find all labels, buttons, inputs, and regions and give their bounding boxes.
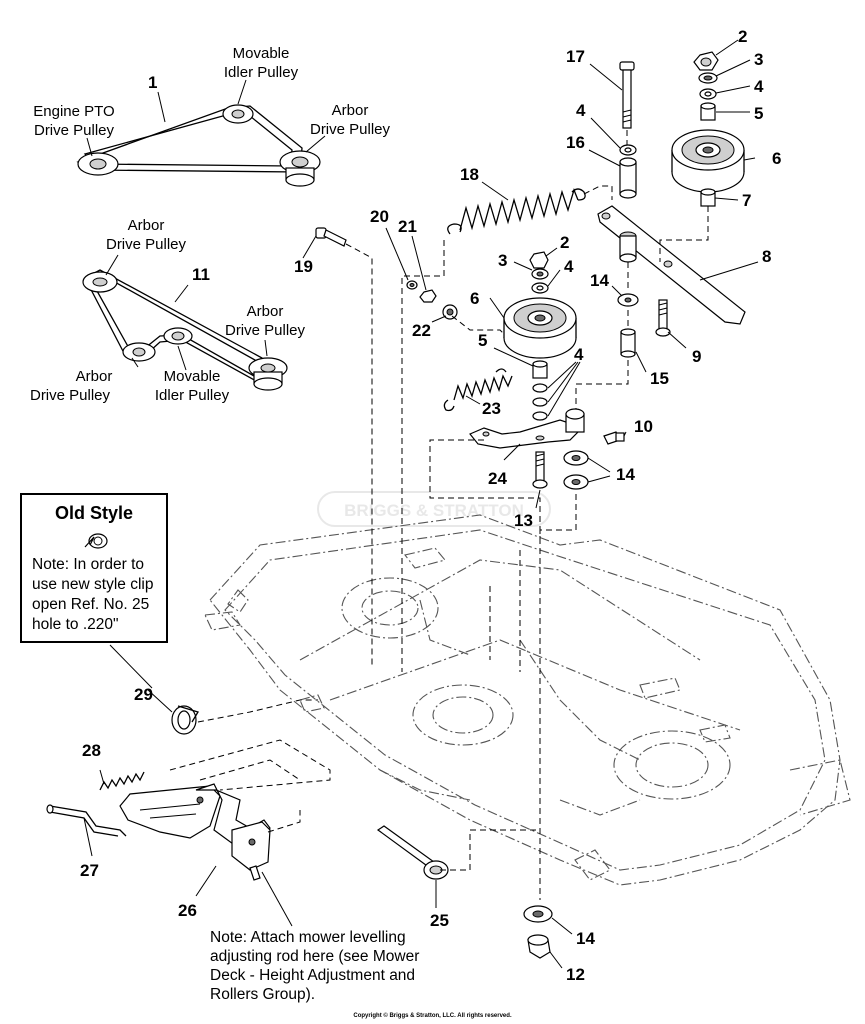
movable-idler-pulley-11	[163, 327, 193, 345]
part-number-6-upper: 6	[772, 149, 781, 168]
part-number-25: 25	[430, 911, 449, 930]
washers-14-middle	[563, 450, 589, 490]
idler-pulley-6-lower	[503, 297, 577, 359]
idler-pulley-6-upper	[671, 129, 745, 193]
part-number-24: 24	[488, 469, 507, 488]
spacer-16	[619, 157, 637, 199]
part-number-4-upper-left: 4	[576, 101, 586, 120]
part-number-27: 27	[80, 861, 99, 880]
arbor-pulley-left	[122, 342, 156, 362]
spring-18	[447, 185, 613, 235]
part-number-5-upper: 5	[754, 104, 763, 123]
watermark-text: BRIGGS & STRATTON	[344, 501, 524, 520]
part-number-21: 21	[398, 217, 417, 236]
part-number-17: 17	[566, 47, 585, 66]
old-style-clip-icon	[84, 533, 108, 549]
washer-14-upper	[617, 293, 639, 307]
bracket-assembly-26	[119, 783, 271, 881]
nut-20	[406, 280, 418, 290]
part-number-7: 7	[742, 191, 751, 210]
spring-23	[443, 368, 513, 412]
leader-lines	[83, 39, 759, 969]
pin-25	[376, 825, 540, 880]
mower-deck-outline	[204, 514, 851, 886]
part-number-6-lower: 6	[470, 289, 479, 308]
attach-levelling-rod-note: Note: Attach mower levelling adjusting r…	[210, 929, 420, 1003]
old-style-title: Old Style	[54, 503, 134, 523]
part-number-8: 8	[762, 247, 771, 266]
part-number-labels: 17 2 3 4 5 6 7 4 16 18 8 20 21 19 22 3 2…	[80, 27, 781, 984]
part-number-18: 18	[460, 165, 479, 184]
part-number-19: 19	[294, 257, 313, 276]
part-number-9: 9	[692, 347, 701, 366]
part-number-1: 1	[148, 73, 157, 92]
copyright-text: Copyright © Briggs & Stratton, LLC. All …	[353, 1013, 512, 1019]
part-number-12: 12	[566, 965, 585, 984]
bolt-10	[603, 431, 625, 445]
part-number-23: 23	[482, 399, 501, 418]
bolt-9	[655, 299, 671, 337]
old-style-note-text: Note: In order to use new style clip ope…	[32, 556, 154, 633]
clip-29	[171, 699, 318, 735]
part-number-15: 15	[650, 369, 669, 388]
engine-pto-pulley	[77, 152, 119, 176]
part-number-26: 26	[178, 901, 197, 920]
part-number-22: 22	[412, 321, 431, 340]
nut-12	[527, 934, 551, 959]
bolt-17	[619, 61, 635, 145]
bolt-13	[532, 451, 548, 489]
part-number-2-lower: 2	[560, 233, 569, 252]
part-number-13: 13	[514, 511, 533, 530]
bolt-19	[315, 227, 373, 668]
part-number-5-lower: 5	[478, 331, 487, 350]
part-number-2-upper: 2	[738, 27, 747, 46]
arbor-pulley-right-11	[248, 357, 288, 391]
part-number-4-upper-right: 4	[754, 77, 764, 96]
part-number-10: 10	[634, 417, 653, 436]
lower-idler-pulley-stack	[503, 251, 577, 421]
part-number-16: 16	[566, 133, 585, 152]
part-number-3-upper: 3	[754, 50, 763, 69]
nut-22	[442, 304, 458, 320]
part-number-14-upper: 14	[590, 271, 609, 290]
arbor-pulley-right	[279, 150, 321, 187]
part-number-28: 28	[82, 741, 101, 760]
washer-4-upper	[619, 144, 637, 156]
rod-27	[46, 804, 127, 837]
part-number-14-middle: 14	[616, 465, 635, 484]
upper-idler-pulley-stack	[659, 51, 745, 262]
spring-28	[99, 771, 145, 791]
part-number-4-lower: 4	[574, 345, 584, 364]
idler-bracket-24	[469, 408, 585, 449]
part-number-14-lower: 14	[576, 929, 595, 948]
idler-arm-8	[597, 205, 746, 325]
part-number-3-lower: 3	[498, 251, 507, 270]
movable-idler-pulley	[222, 104, 254, 124]
arbor-pulley-top	[82, 271, 118, 293]
part-number-4-lower-top: 4	[564, 257, 574, 276]
old-style-note-box: Old Style Note: In order to use new styl…	[20, 493, 168, 643]
spacer-15	[620, 328, 636, 358]
nut-21	[419, 289, 437, 303]
washer-14-lower	[523, 905, 553, 923]
part-number-11: 11	[192, 265, 210, 284]
part-number-29: 29	[134, 685, 153, 704]
part-number-20: 20	[370, 207, 389, 226]
